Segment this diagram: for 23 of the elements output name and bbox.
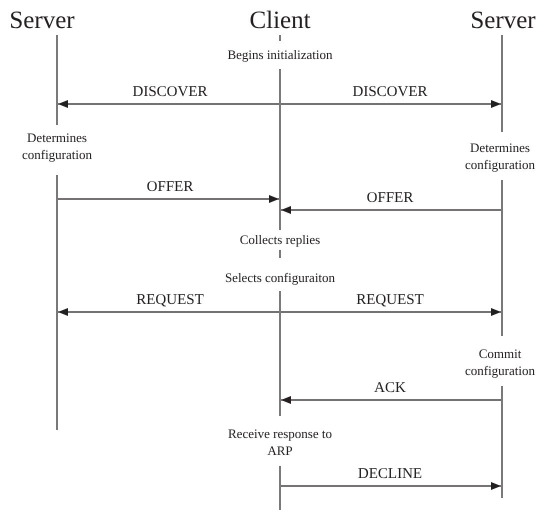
message-arrow xyxy=(281,396,501,404)
message-arrow xyxy=(58,195,279,203)
activity-note: Determines configuration xyxy=(20,130,94,164)
participant-name: Server xyxy=(470,8,536,33)
lifeline xyxy=(56,35,58,430)
message-arrow xyxy=(281,482,501,490)
activity-note: Commit configuration xyxy=(464,346,536,380)
activity-note: Receive response to ARP xyxy=(227,426,333,460)
activity-note: Selects configuraiton xyxy=(224,270,336,287)
lifeline xyxy=(279,35,281,510)
activity-note: Determines configuration xyxy=(464,140,536,174)
message-arrow xyxy=(281,308,501,316)
message-arrow xyxy=(281,100,501,108)
edge-label: REQUEST xyxy=(354,293,426,308)
message-arrow xyxy=(58,308,279,316)
activity-note: Collects replies xyxy=(238,232,322,249)
activity-note: Begins initialization xyxy=(226,47,334,64)
message-arrow xyxy=(58,100,279,108)
participant-name: Client xyxy=(249,8,311,33)
lifeline xyxy=(501,35,503,498)
edge-label: REQUEST xyxy=(134,293,206,308)
message-arrow xyxy=(281,206,501,214)
participant-name: Server xyxy=(9,8,75,33)
